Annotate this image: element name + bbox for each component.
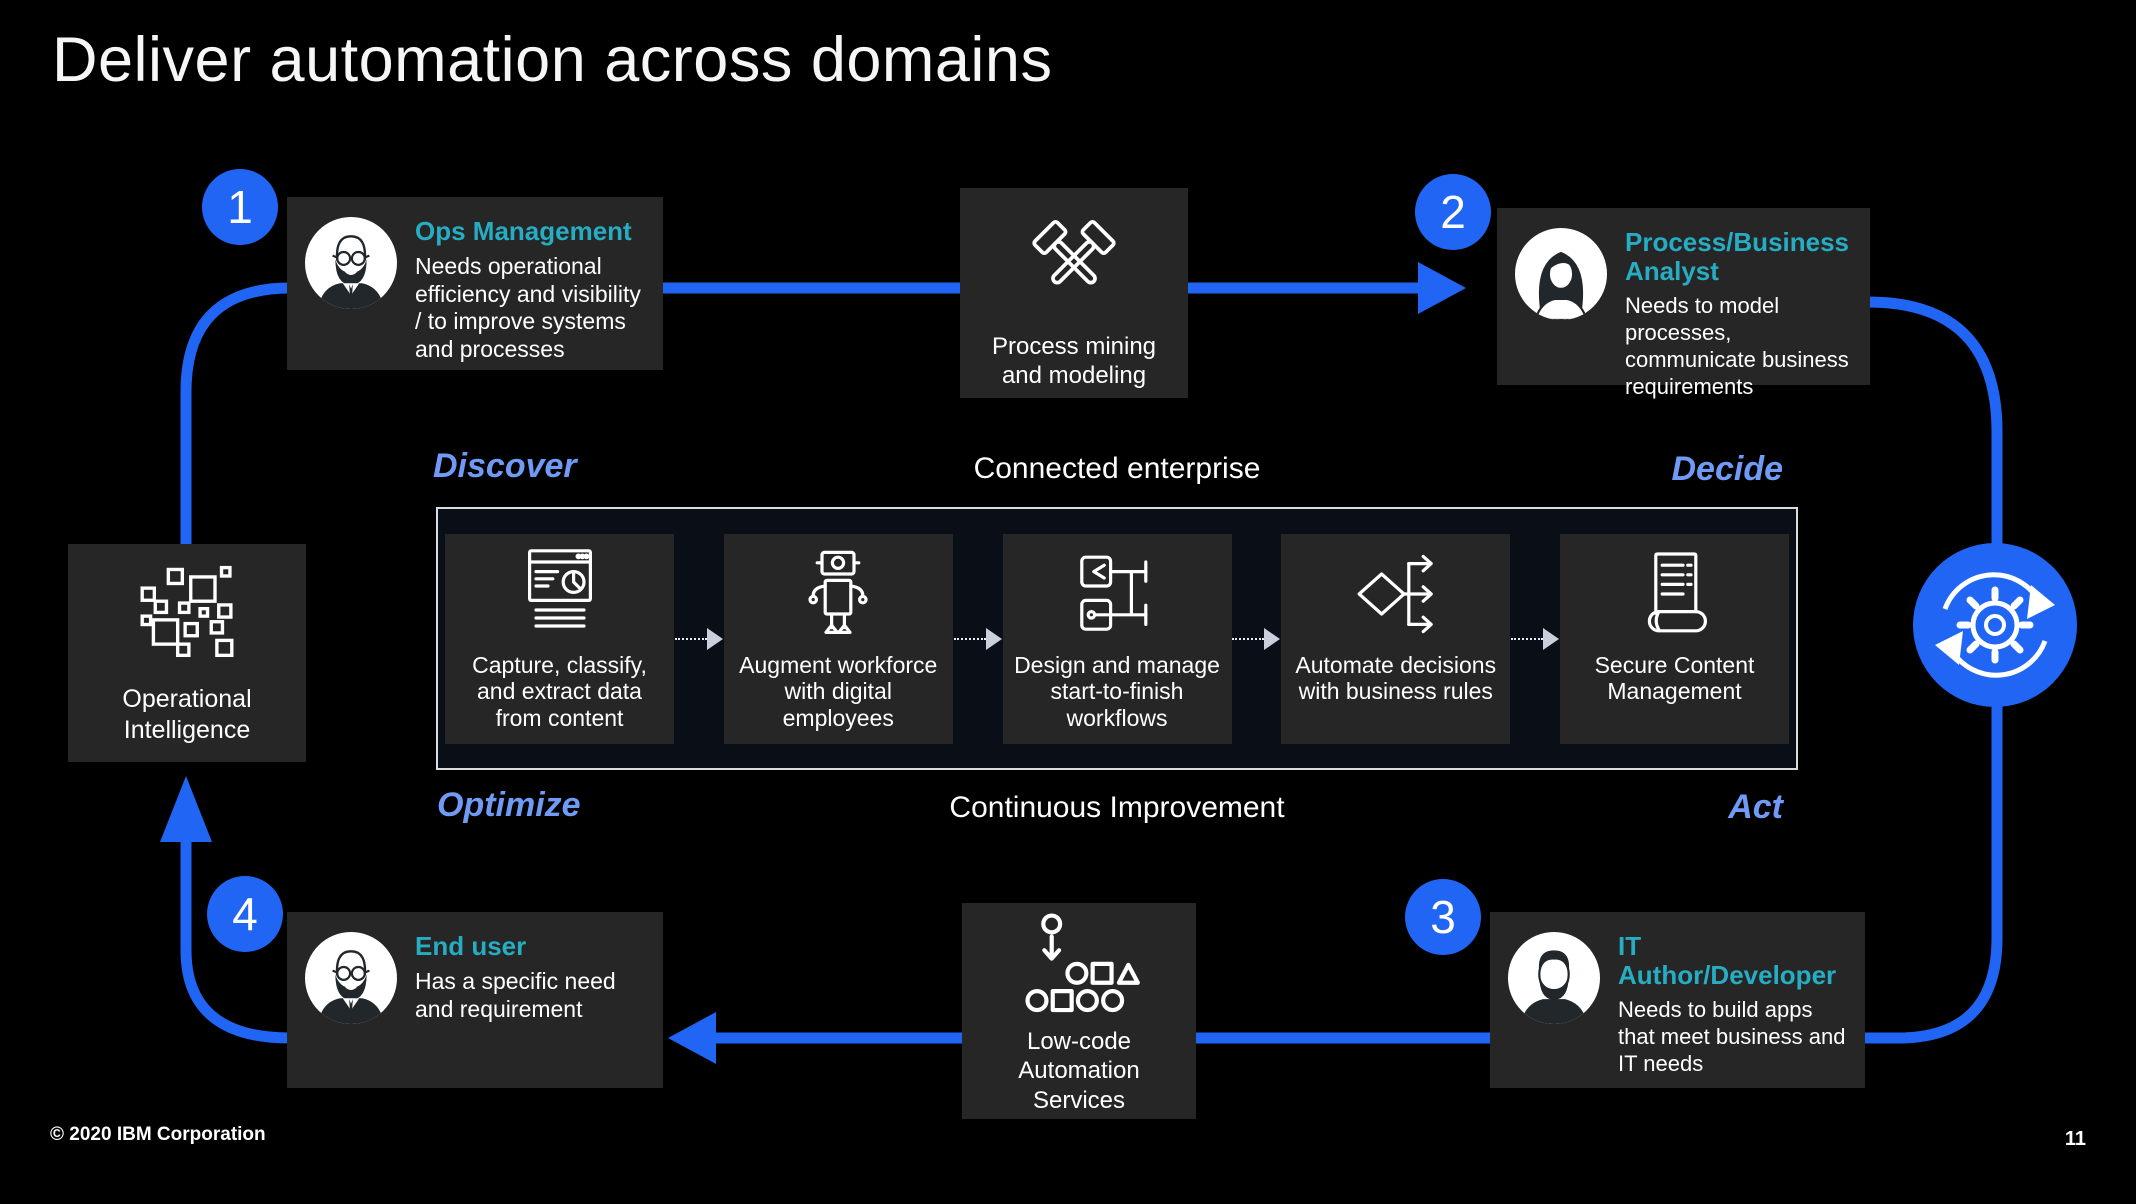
label-connected-enterprise: Connected enterprise [973,452,1261,485]
label-discover: Discover [433,447,577,485]
persona-name: Ops Management [415,216,632,246]
robot-icon [790,542,886,646]
triangle-arrow-icon [1543,627,1560,650]
capability-automate-decisions: Automate decisions with business rules [1281,533,1511,744]
badge-1: 1 [202,169,278,245]
woman-avatar [1515,228,1607,320]
capability-label: Design and manage start-to-finish workfl… [1014,651,1220,732]
node-label: Process mining and modeling [991,333,1157,390]
persona-name: End user [415,931,527,961]
capability-label: Capture, classify, and extract data from… [472,651,647,732]
node-process-mining: Process mining and modeling [960,188,1188,398]
triangle-arrow-icon [1264,627,1281,650]
persona-description: Has a specific need and requirement [415,968,616,1022]
label-act: Act [1728,788,1783,826]
persona-name: IT Author/Developer [1618,931,1837,991]
persona-description: Needs operational efficiency and visibil… [415,253,641,362]
dotted-line [1511,637,1544,640]
arrowhead-up-icon [160,776,212,842]
capability-augment-workforce: Augment workforce with digital employees [723,533,953,744]
crossed-hammers-icon [1018,204,1130,324]
badge-3: 3 [1405,879,1481,955]
label-continuous-improvement: Continuous Improvement [949,791,1285,824]
label-decide: Decide [1671,450,1784,488]
arc-right [1860,296,2003,1044]
capability-secure-content: Secure Content Management [1560,533,1789,744]
scatter-squares-icon [131,560,243,676]
capability-design-manage-workflows: Design and manage start-to-finish workfl… [1002,533,1232,744]
dotted-line [1232,637,1265,640]
capability-connector-arrow [953,627,1002,650]
shapes-flow-icon [1016,913,1142,1019]
node-label: Low-code Automation Services [1018,1028,1140,1114]
page-number: 11 [2064,1128,2086,1150]
persona-card-it-author-developer: IT Author/Developer Needs to build apps … [1490,912,1865,1088]
node-operational-intelligence: Operational Intelligence [68,544,306,762]
capability-connector-arrow [1511,627,1560,650]
arc-top-left [180,282,291,556]
decision-branch-icon [1348,542,1444,646]
arrowhead-left-icon [668,1012,716,1064]
persona-card-process-business-analyst: Process/Business Analyst Needs to model … [1497,208,1870,399]
node-label: Operational Intelligence [122,685,252,744]
sync-gear-circle [1913,543,2077,707]
gear-sync-icon [1935,572,2055,678]
dotted-line [953,637,986,640]
capability-capture-classify: Capture, classify, and extract data from… [445,533,674,744]
capability-label: Augment workforce with digital employees [739,651,938,732]
persona-card-ops-management: Ops Management Needs operational efficie… [287,197,663,370]
dotted-line [674,637,707,640]
label-optimize: Optimize [437,786,581,824]
bearded-man-glasses-avatar [305,932,397,1024]
triangle-arrow-icon [706,627,723,650]
node-low-code-automation: Low-code Automation Services [962,903,1196,1119]
capability-label: Secure Content Management [1594,651,1755,705]
capability-label: Automate decisions with business rules [1295,651,1497,705]
capability-connector-arrow [1232,627,1281,650]
content-capture-icon [512,542,608,646]
page-title: Deliver automation across domains [52,25,1053,95]
workflow-icon [1069,542,1165,646]
arc-bottom-left [180,840,291,1044]
badge-4: 4 [207,876,283,952]
persona-description: Needs to model processes, communicate bu… [1625,293,1849,399]
badge-2: 2 [1415,174,1491,250]
capability-band: Capture, classify, and extract data from… [436,507,1798,770]
secure-document-icon [1627,542,1723,646]
persona-description: Needs to build apps that meet business a… [1618,997,1846,1076]
persona-card-end-user: End user Has a specific need and require… [287,912,663,1088]
arrowhead-right-icon [1418,262,1466,314]
copyright-text: © 2020 IBM Corporation [50,1124,266,1145]
bearded-man-glasses-avatar [305,217,397,309]
triangle-arrow-icon [985,627,1002,650]
persona-name: Process/Business Analyst [1625,227,1850,287]
capability-connector-arrow [674,627,723,650]
bearded-man-avatar [1508,932,1600,1024]
